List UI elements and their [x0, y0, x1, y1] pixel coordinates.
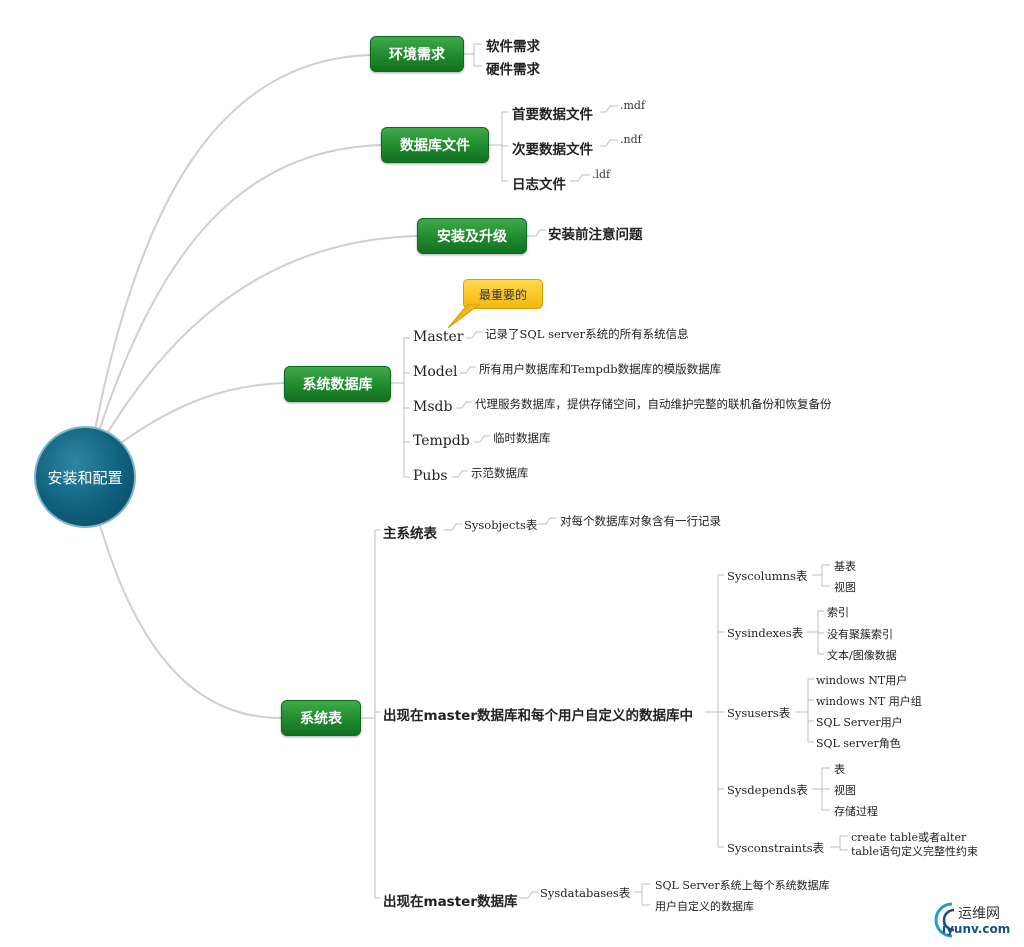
table-sysconstraints[interactable]: Sysconstraints表 — [727, 841, 825, 855]
branch-sysdb[interactable]: 系统数据库 — [284, 366, 391, 402]
link-install-items — [527, 229, 546, 237]
sysdb-desc: 示范数据库 — [471, 466, 529, 480]
table-sysindexes[interactable]: Sysindexes表 — [727, 626, 804, 640]
dbfile-item[interactable]: 首要数据文件 — [512, 107, 593, 123]
link-root-env — [94, 54, 371, 431]
link-root-dbfiles — [99, 144, 382, 429]
sysdb-desc: 代理服务数据库，提供存储空间，自动维护完整的联机备份和恢复备份 — [475, 397, 832, 411]
branch-env[interactable]: 环境需求 — [370, 36, 464, 72]
link-root-systables — [99, 524, 282, 719]
dbfile-item[interactable]: 日志文件 — [512, 177, 566, 193]
table-item: 视图 — [834, 581, 856, 594]
link-dbfiles-items — [489, 111, 508, 182]
watermark-url: iyunv.com — [942, 922, 1011, 936]
table-item: 存储过程 — [834, 805, 878, 818]
link-sysdb-desc — [452, 331, 490, 478]
link-syscolumns-items — [812, 564, 830, 587]
table-item: 基表 — [834, 560, 856, 573]
table-item: windows NT 用户组 — [816, 695, 922, 708]
branch-systables[interactable]: 系统表 — [281, 700, 361, 736]
table-item: windows NT用户 — [816, 674, 908, 687]
link-env-items — [464, 43, 482, 67]
root-node[interactable]: 安装和配置 — [34, 426, 136, 528]
table-sysdepends[interactable]: Sysdepends表 — [727, 783, 808, 797]
dbfile-ext: .ldf — [592, 168, 611, 181]
env-item[interactable]: 硬件需求 — [486, 62, 540, 78]
dbfile-ext: .mdf — [620, 99, 646, 112]
link-sysdepends-items — [812, 767, 830, 811]
table-item: SQL Server用户 — [816, 716, 903, 729]
systables-every[interactable]: 出现在master数据库和每个用户自定义的数据库中 — [383, 708, 693, 724]
table-item: 表 — [834, 763, 845, 776]
link-sysdb-items — [391, 337, 410, 478]
link-root-sysdb — [117, 382, 285, 446]
link-every-tables — [705, 574, 724, 848]
systables-main-desc: 对每个数据库对象含有一行记录 — [560, 514, 721, 528]
link-root-install — [107, 235, 418, 433]
link-sysusers-items — [796, 678, 814, 743]
table-sysdatabases[interactable]: Sysdatabases表 — [540, 886, 631, 900]
table-item: 索引 — [827, 606, 849, 619]
dbfile-item[interactable]: 次要数据文件 — [512, 142, 593, 158]
dbfile-ext: .ndf — [620, 133, 642, 146]
table-item: 用户自定义的数据库 — [655, 900, 754, 913]
sysdb-item-master[interactable]: Master — [413, 329, 464, 345]
sysdb-item-msdb[interactable]: Msdb — [413, 399, 453, 415]
watermark-logo-icon — [934, 902, 955, 938]
sysdb-desc: 记录了SQL server系统的所有系统信息 — [485, 327, 689, 341]
systables-master[interactable]: 出现在master数据库 — [383, 894, 518, 910]
table-item: SQL server角色 — [816, 737, 901, 750]
link-main-table — [443, 517, 556, 531]
link-systables-items — [361, 529, 380, 899]
link-dbfiles-ext — [570, 105, 618, 182]
table-item: SQL Server系统上每个系统数据库 — [655, 879, 830, 892]
table-sysusers[interactable]: Sysusers表 — [727, 706, 791, 720]
table-item: 视图 — [834, 784, 856, 797]
table-item: 文本/图像数据 — [827, 649, 897, 662]
install-item[interactable]: 安装前注意问题 — [548, 227, 643, 243]
sysdb-item-model[interactable]: Model — [413, 364, 458, 380]
link-master-table — [519, 883, 650, 906]
table-item: 没有聚簇索引 — [827, 628, 893, 641]
link-sysindexes-items — [807, 610, 824, 655]
sysdb-desc: 临时数据库 — [493, 431, 551, 445]
sysdb-item-tempdb[interactable]: Tempdb — [413, 433, 470, 449]
branch-dbfiles[interactable]: 数据库文件 — [381, 127, 489, 163]
systables-main[interactable]: 主系统表 — [383, 526, 437, 542]
sysdb-item-pubs[interactable]: Pubs — [413, 468, 448, 484]
table-syscolumns[interactable]: Syscolumns表 — [727, 569, 808, 583]
systables-main-table[interactable]: Sysobjects表 — [464, 518, 538, 532]
callout-tail — [447, 304, 481, 329]
env-item[interactable]: 软件需求 — [486, 39, 540, 55]
table-item: table语句定义完整性约束 — [851, 845, 979, 858]
sysdb-desc: 所有用户数据库和Tempdb数据库的模版数据库 — [479, 362, 722, 376]
branch-install[interactable]: 安装及升级 — [417, 218, 527, 254]
link-sysconstraints-items — [830, 835, 848, 851]
table-item: create table或者alter — [851, 831, 967, 844]
watermark-name: 运维网 — [958, 906, 1000, 922]
